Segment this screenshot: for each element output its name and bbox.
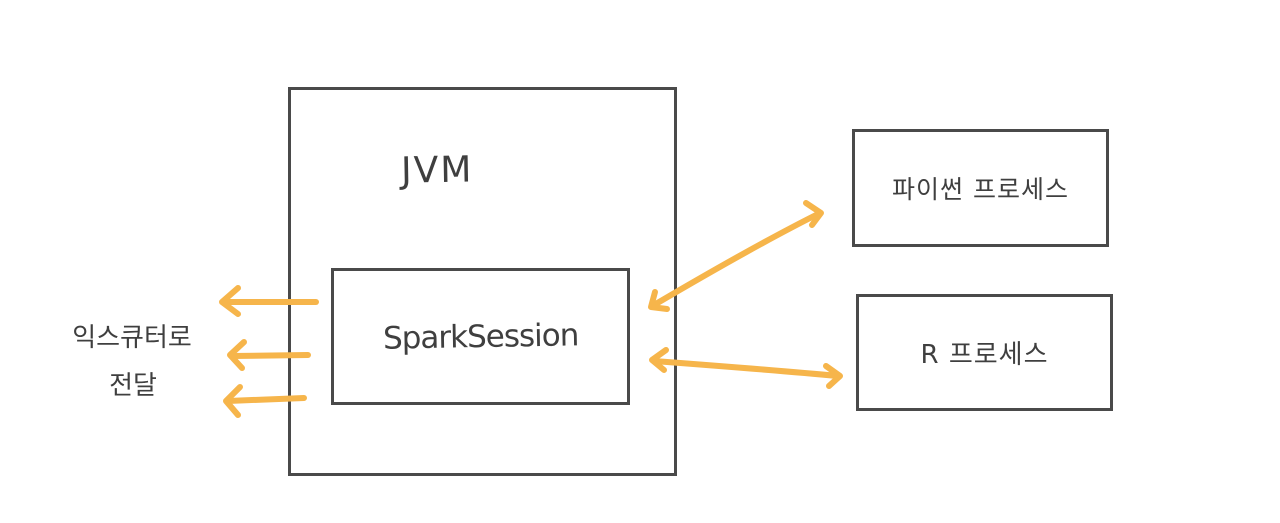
executor-arrow-3 (223, 384, 307, 418)
r-process-label: R 프로세스 (920, 340, 1049, 370)
r-bidirectional-arrow (649, 347, 843, 389)
executor-label-line-1: 익스큐터로 (72, 323, 192, 353)
executor-arrow-1 (219, 285, 319, 317)
python-process-box: 파이썬 프로세스 (852, 129, 1109, 247)
spark-session-box: SparkSession (331, 268, 630, 405)
r-process-box: R 프로세스 (856, 294, 1113, 411)
python-process-label: 파이썬 프로세스 (892, 175, 1069, 204)
executor-label-line-2: 전달 (109, 371, 157, 401)
jvm-box (288, 87, 677, 476)
python-bidirectional-arrow (648, 200, 824, 312)
executor-arrow-2 (227, 339, 311, 371)
